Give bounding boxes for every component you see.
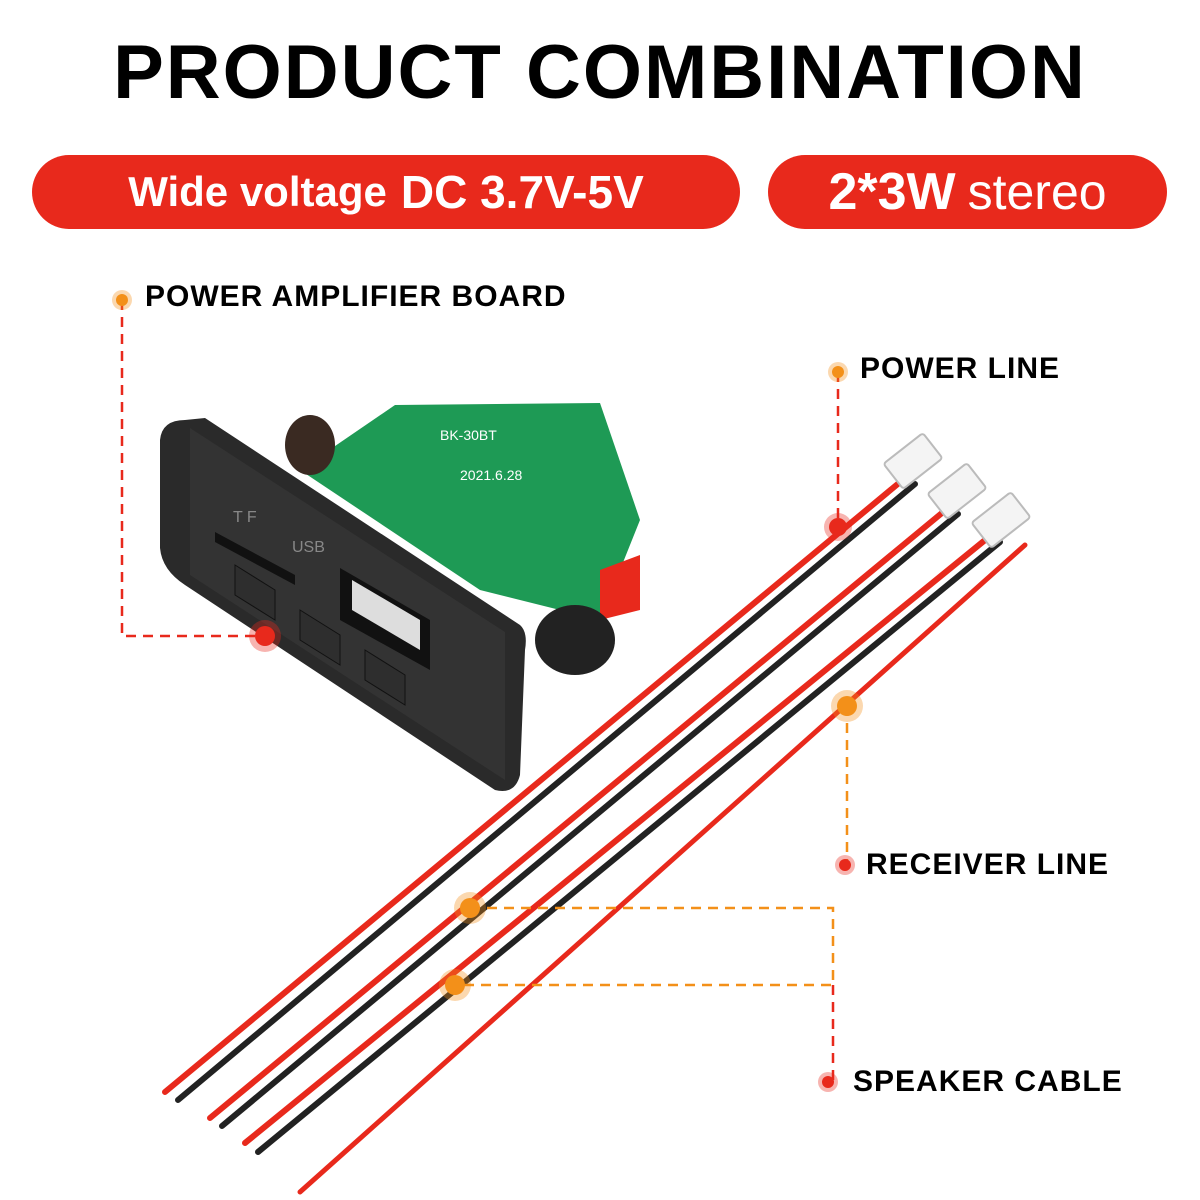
voltage-badge: Wide voltage DC 3.7V-5V (32, 155, 740, 229)
pcb-date: 2021.6.28 (460, 467, 522, 483)
callout-board: POWER AMPLIFIER BOARD (145, 280, 567, 313)
tf-marking: T F (233, 509, 257, 526)
amplifier-board: BK-30BT 2021.6.28 T F USB (160, 403, 640, 791)
callout-receiver-line: RECEIVER LINE (866, 848, 1110, 881)
voltage-prefix: Wide voltage (128, 168, 387, 215)
usb-marking: USB (292, 539, 325, 556)
connector-plugs (883, 433, 1031, 548)
callout-lines (120, 300, 849, 1080)
callout-speaker-cable: SPEAKER CABLE (853, 1065, 1123, 1098)
voltage-value: DC 3.7V-5V (400, 166, 644, 218)
page-title: PRODUCT COMBINATION (113, 30, 1087, 115)
callout-power-line: POWER LINE (860, 352, 1061, 385)
power-badge: 2*3W stereo (768, 155, 1167, 229)
callout-dots (112, 290, 863, 1092)
pcb-model: BK-30BT (440, 427, 497, 443)
wire-bundle (162, 475, 1028, 1195)
power-suffix: stereo (967, 164, 1107, 220)
power-value: 2*3W (828, 163, 956, 221)
